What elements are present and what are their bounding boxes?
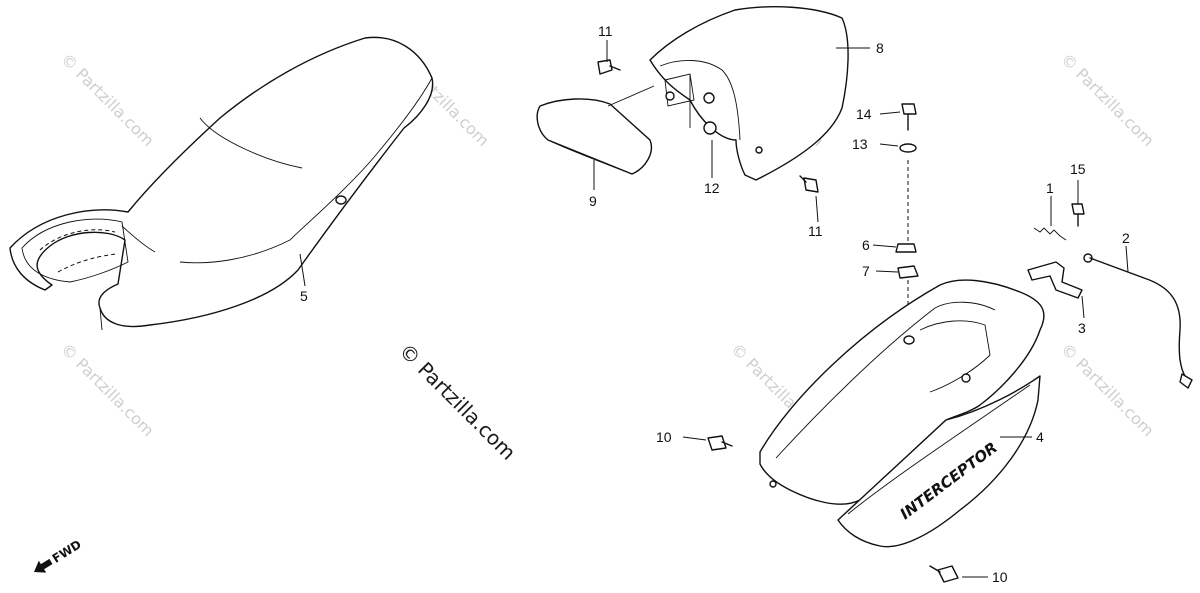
- callout-7: 7: [862, 263, 870, 279]
- faint-watermark: © Partzilla.com: [57, 339, 158, 440]
- arrow-icon: [34, 558, 53, 573]
- forward-direction-indicator: FWD: [34, 537, 84, 573]
- callout-14: 14: [856, 106, 872, 122]
- fwd-label: FWD: [50, 537, 84, 566]
- callout-12: 12: [704, 180, 720, 196]
- callout-11-top: 11: [598, 23, 613, 39]
- rear-cover-drawing: [649, 6, 849, 181]
- main-watermark: © Partzilla.com: [394, 339, 520, 465]
- callout-15: 15: [1070, 161, 1086, 177]
- callout-labels: 1 2 3 4 5 6 7 8 9 10 10 11 11 12 13 14 1…: [300, 23, 1130, 585]
- callout-10-bottom: 10: [992, 569, 1008, 585]
- fasteners: [597, 59, 1193, 583]
- callout-4: 4: [1036, 429, 1044, 445]
- callout-11-right: 11: [808, 223, 823, 239]
- seat-drawing: [9, 36, 434, 331]
- callout-6: 6: [862, 237, 870, 253]
- callout-5: 5: [300, 288, 308, 304]
- faint-watermark: © Partzilla.com: [57, 49, 158, 150]
- faint-watermark: © Partzilla.com: [1057, 339, 1158, 440]
- callout-8: 8: [876, 40, 884, 56]
- callout-9: 9: [589, 193, 597, 209]
- leader-lines: [299, 40, 1129, 578]
- callout-3: 3: [1078, 320, 1086, 336]
- tail-cowl-drawing: INTERCEPTOR: [759, 279, 1045, 548]
- faint-watermark: © Partzilla.com: [1057, 49, 1158, 150]
- callout-13: 13: [852, 136, 868, 152]
- callout-1: 1: [1046, 180, 1054, 196]
- seat-pad-drawing: [536, 85, 655, 175]
- callout-2: 2: [1122, 230, 1130, 246]
- callout-10-left: 10: [656, 429, 672, 445]
